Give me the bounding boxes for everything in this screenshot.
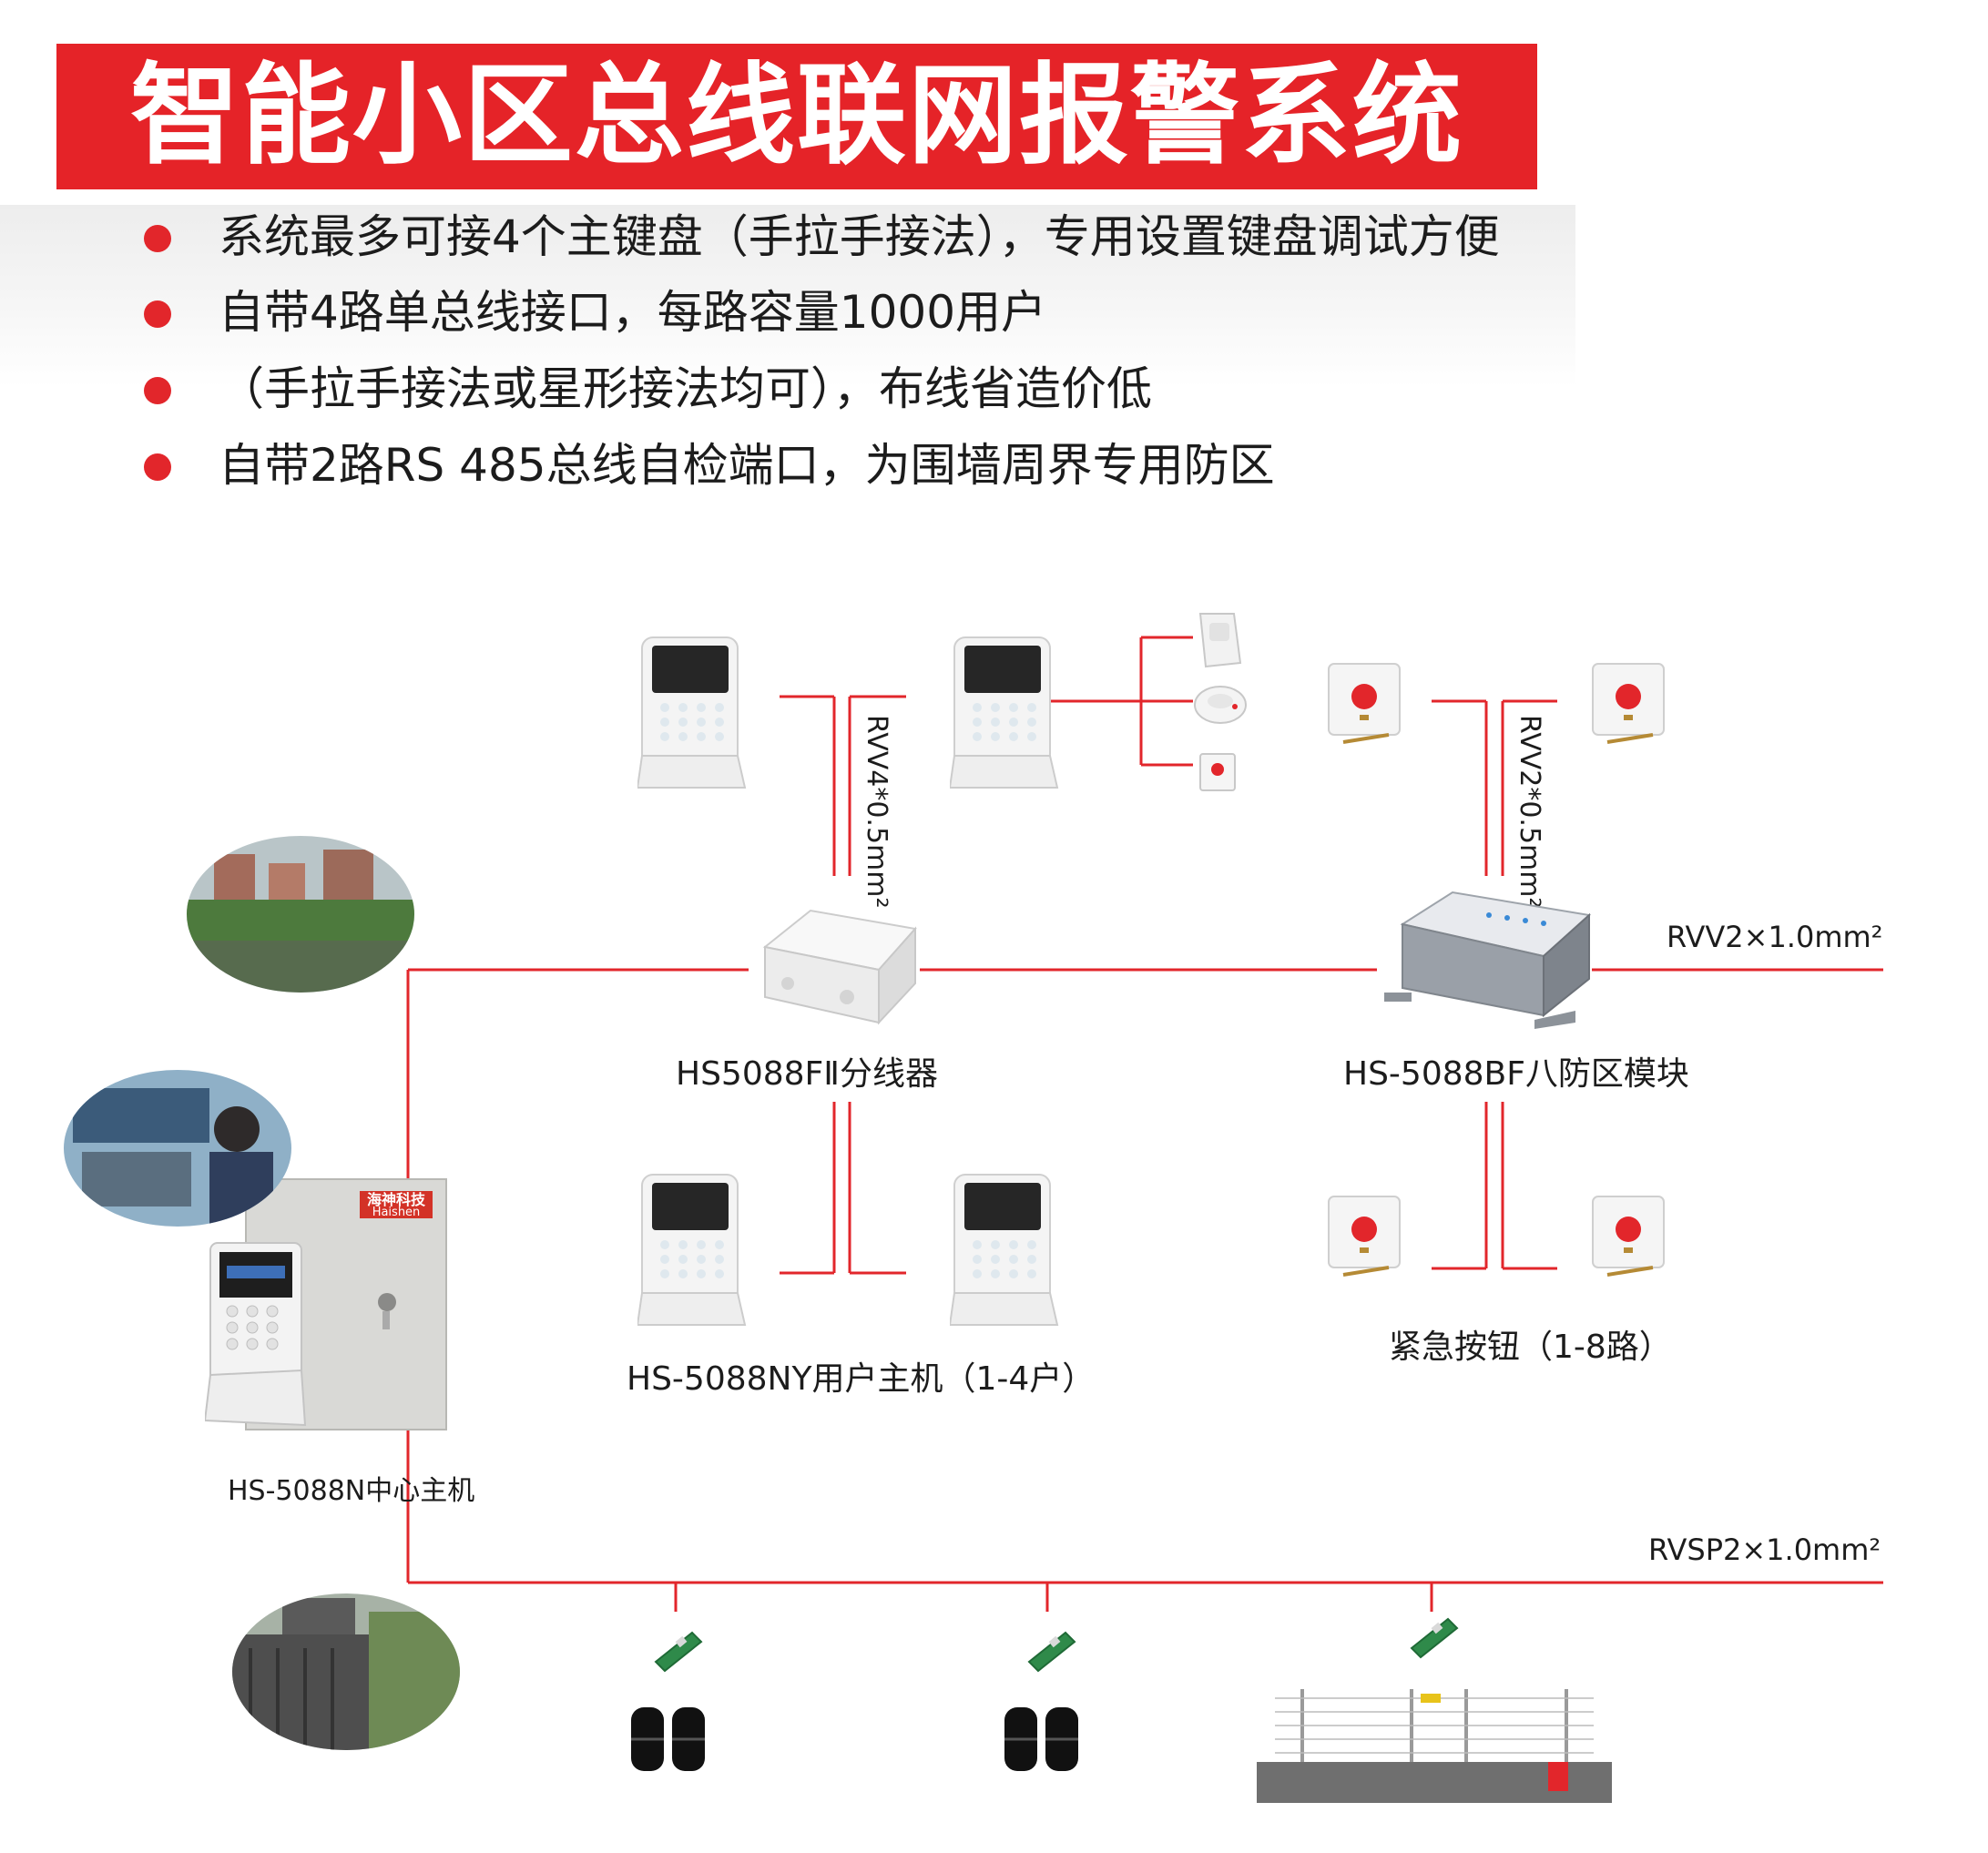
bullet-text: （手拉手接法或星形接法均可），布线省造价低	[219, 362, 1152, 415]
keypad-icon	[637, 636, 747, 789]
bullet-item: 系统最多可接4个主键盘（手拉手接法），专用设置键盘调试方便	[137, 205, 1594, 269]
cable-label-rvv2-bus: RVV2×1.0mm²	[1667, 920, 1883, 954]
module-label: HS-5088BF八防区模块	[1343, 1055, 1689, 1093]
zone-module-icon	[1384, 891, 1592, 1029]
panic-button-icon	[1592, 663, 1665, 744]
control-room-photo	[64, 1070, 291, 1227]
panic-buttons-label: 紧急按钮（1-8路）	[1389, 1329, 1672, 1366]
page-title: 智能小区总线联网报警系统	[130, 53, 1463, 179]
panic-button-icon	[1328, 1196, 1401, 1277]
splitter-box-icon	[762, 909, 917, 1025]
perimeter-wall-photo	[232, 1593, 460, 1750]
cable-label-rvv2-vertical: RVV2*0.5mm²	[1514, 715, 1545, 909]
electric-fence-icon	[1257, 1689, 1612, 1803]
bullet-background	[0, 205, 1575, 387]
center-host-icon	[205, 1178, 447, 1430]
panic-button-icon	[1199, 753, 1236, 791]
bullet-dot-icon	[144, 377, 171, 404]
pir-detector-icon	[1198, 613, 1242, 668]
infrared-beam-icon	[1004, 1707, 1078, 1771]
panic-button-icon	[1592, 1196, 1665, 1277]
bullet-item: 自带2路RS 485总线自检端口，为围墙周界专用防区	[137, 433, 1594, 497]
keypad-icon	[950, 636, 1059, 789]
cable-label-rvsp2-bus: RVSP2×1.0mm²	[1648, 1532, 1881, 1567]
bullet-dot-icon	[144, 225, 171, 252]
bullet-text: 自带2路RS 485总线自检端口，为围墙周界专用防区	[219, 439, 1275, 492]
cable-label-rvv4: RVV4*0.5mm²	[861, 715, 892, 909]
brand-plate-en: Haishen	[372, 1206, 421, 1219]
bullet-item: 自带4路单总线接口，每路容量1000用户	[137, 280, 1594, 344]
infrared-beam-icon	[631, 1707, 705, 1771]
bullet-dot-icon	[144, 453, 171, 481]
splitter-label: HS5088FⅡ分线器	[676, 1055, 938, 1093]
bullet-text: 系统最多可接4个主键盘（手拉手接法），专用设置键盘调试方便	[219, 210, 1500, 263]
keypad-icon	[637, 1174, 747, 1326]
rs485-module-icon	[1410, 1617, 1459, 1659]
rs485-module-icon	[1027, 1631, 1076, 1673]
title-banner	[56, 44, 1537, 189]
brand-plate-cn: 海神科技	[366, 1191, 425, 1208]
smoke-detector-icon	[1194, 686, 1247, 724]
bullet-item: （手拉手接法或星形接法均可），布线省造价低	[137, 357, 1594, 421]
bullet-text: 自带4路单总线接口，每路容量1000用户	[219, 286, 1047, 339]
rs485-module-icon	[654, 1631, 703, 1673]
keypad-icon	[950, 1174, 1059, 1326]
bullet-dot-icon	[144, 300, 171, 328]
community-photo	[187, 836, 414, 993]
center-host-label: HS-5088N中心主机	[228, 1475, 475, 1507]
user-host-label: HS-5088NY用户主机（1-4户）	[627, 1360, 1096, 1398]
panic-button-icon	[1328, 663, 1401, 744]
